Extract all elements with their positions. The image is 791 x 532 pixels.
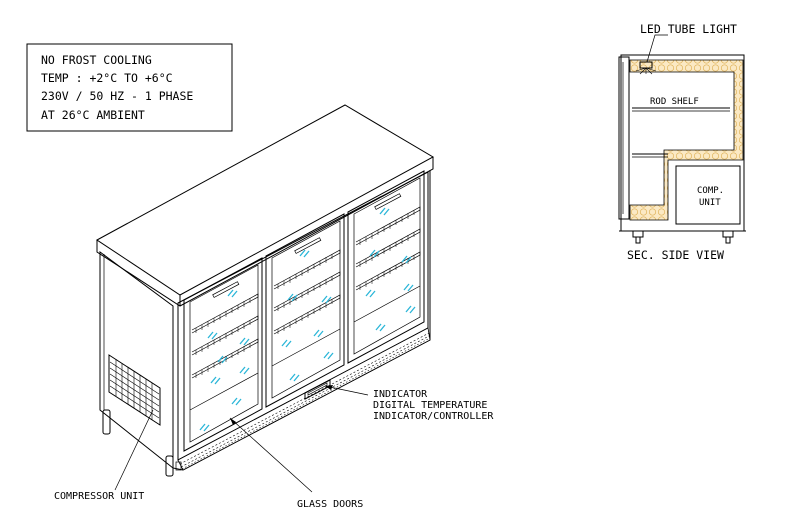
section-side-view — [618, 34, 746, 244]
label-indicator-controller: INDICATOR/CONTROLLER — [373, 411, 494, 422]
label-rod-shelf: ROD SHELF — [650, 97, 699, 107]
callout-leaders — [114, 385, 369, 493]
spec-box: NO FROST COOLING TEMP : +2°C TO +6°C 230… — [26, 43, 233, 132]
glass-door-2 — [265, 213, 345, 408]
label-indicator: INDICATOR — [373, 389, 428, 400]
label-glass-doors: GLASS DOORS — [297, 499, 363, 510]
glass-door-1 — [183, 257, 263, 452]
spec-line-4: AT 26°C AMBIENT — [41, 108, 145, 122]
cabinet-isometric — [96, 104, 435, 477]
label-digital-temperature: DIGITAL TEMPERATURE — [373, 400, 487, 411]
cabinet-legs — [102, 409, 182, 477]
spec-line-1: NO FROST COOLING — [41, 53, 152, 67]
compressor-side-vent — [108, 354, 161, 426]
spec-line-3: 230V / 50 HZ - 1 PHASE — [41, 89, 193, 103]
label-led-tube-light: LED TUBE LIGHT — [640, 22, 737, 36]
label-section-side-view: SEC. SIDE VIEW — [627, 248, 724, 262]
glass-door-3 — [347, 170, 425, 364]
label-comp-unit-line2: UNIT — [699, 198, 721, 208]
spec-line-2: TEMP : +2°C TO +6°C — [41, 71, 173, 85]
label-compressor-unit: COMPRESSOR UNIT — [54, 491, 144, 502]
label-comp-unit-line1: COMP. — [697, 186, 724, 196]
